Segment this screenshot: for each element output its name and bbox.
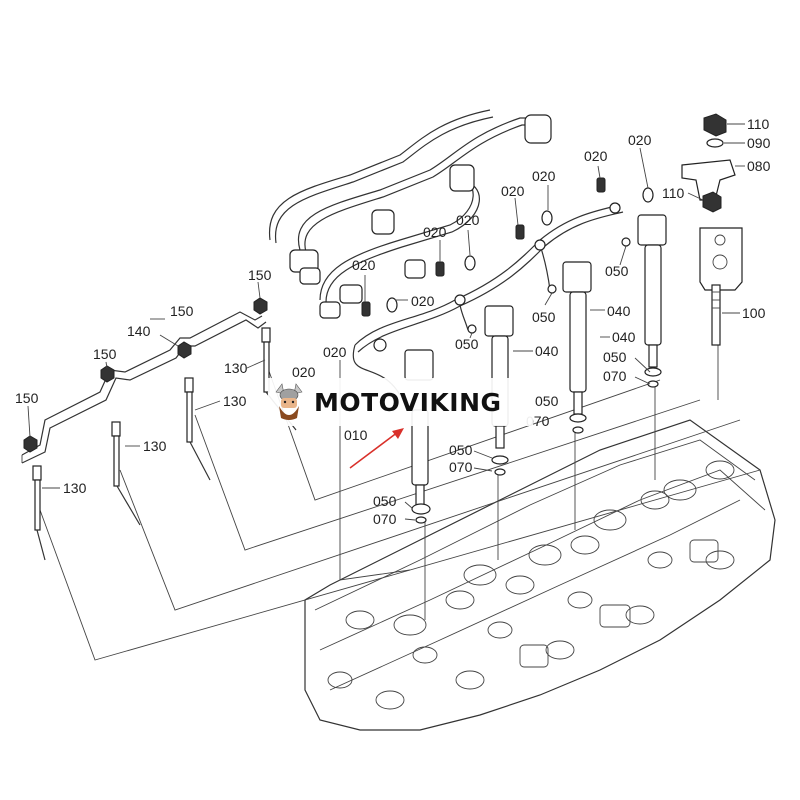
glow-plug-1 [32,465,46,561]
callout-050-d: 050 [373,493,397,509]
callout-150-c: 150 [93,346,117,362]
glow-plug-connector [21,311,267,464]
callout-leaders [27,123,745,521]
injector-clamp [681,159,743,291]
callout-150-a: 150 [248,267,272,283]
injector-1 [404,349,434,506]
glow-plug-2 [111,421,141,526]
gaskets [386,187,654,334]
callout-040-a: 040 [607,303,631,319]
callout-050-c: 050 [449,442,473,458]
callout-labels: 110 090 080 110 100 020 020 020 020 020 … [15,116,771,527]
callout-040-b: 040 [612,329,636,345]
banjo-bolts [361,177,606,317]
callout-070-a: 070 [603,368,627,384]
stud [711,284,721,346]
callout-130-b: 130 [223,393,247,409]
washers-orings [411,367,662,524]
callout-020-d: 020 [352,257,376,273]
callout-110-top: 110 [747,116,770,132]
fuel-injection-pipes [268,109,624,396]
callout-030-c: 020 [456,212,480,228]
injector-4 [637,214,667,368]
highlight-arrow [349,428,404,469]
callout-070-c: 070 [449,459,473,475]
callout-020-b: 020 [501,183,525,199]
callout-150-b: 150 [170,303,194,319]
callout-020-a: 020 [584,148,608,164]
callout-060-a: 050 [605,263,629,279]
callout-010: 010 [344,427,368,443]
callout-050-b: 050 [535,393,559,409]
glow-plug-3 [184,377,211,481]
callout-020-e: 020 [323,344,347,360]
callout-070-d: 070 [373,511,397,527]
glow-plug-nuts [23,297,268,453]
callout-030-e: 020 [292,364,316,380]
callout-050-a: 050 [603,349,627,365]
glow-plugs [32,327,297,561]
callout-030-d: 020 [411,293,435,309]
injectors [404,214,667,506]
callout-090: 090 [747,135,771,151]
callout-150-d: 150 [15,390,39,406]
callout-110-mid: 110 [662,185,685,201]
callout-130-d: 130 [63,480,87,496]
callout-130-a: 130 [224,360,248,376]
pipe-fittings [289,114,621,352]
callout-040-c: 040 [535,343,559,359]
callout-060-b: 050 [532,309,556,325]
cylinder-head [304,419,776,731]
callout-020-c: 020 [423,224,447,240]
viking-logo-icon [275,383,303,420]
callout-080: 080 [747,158,771,174]
callout-140: 140 [127,323,151,339]
callout-030-b: 020 [532,168,556,184]
callout-100: 100 [742,305,766,321]
callout-060-c: 050 [455,336,479,352]
injector-2 [484,305,514,449]
callout-130-c: 130 [143,438,167,454]
callout-030-a: 020 [628,132,652,148]
nuts [702,113,727,213]
head-ports [327,460,735,710]
brand-name: MOTOVIKING [314,387,502,417]
injector-3 [562,261,592,415]
watermark-banner: MOTOVIKING [268,378,533,426]
